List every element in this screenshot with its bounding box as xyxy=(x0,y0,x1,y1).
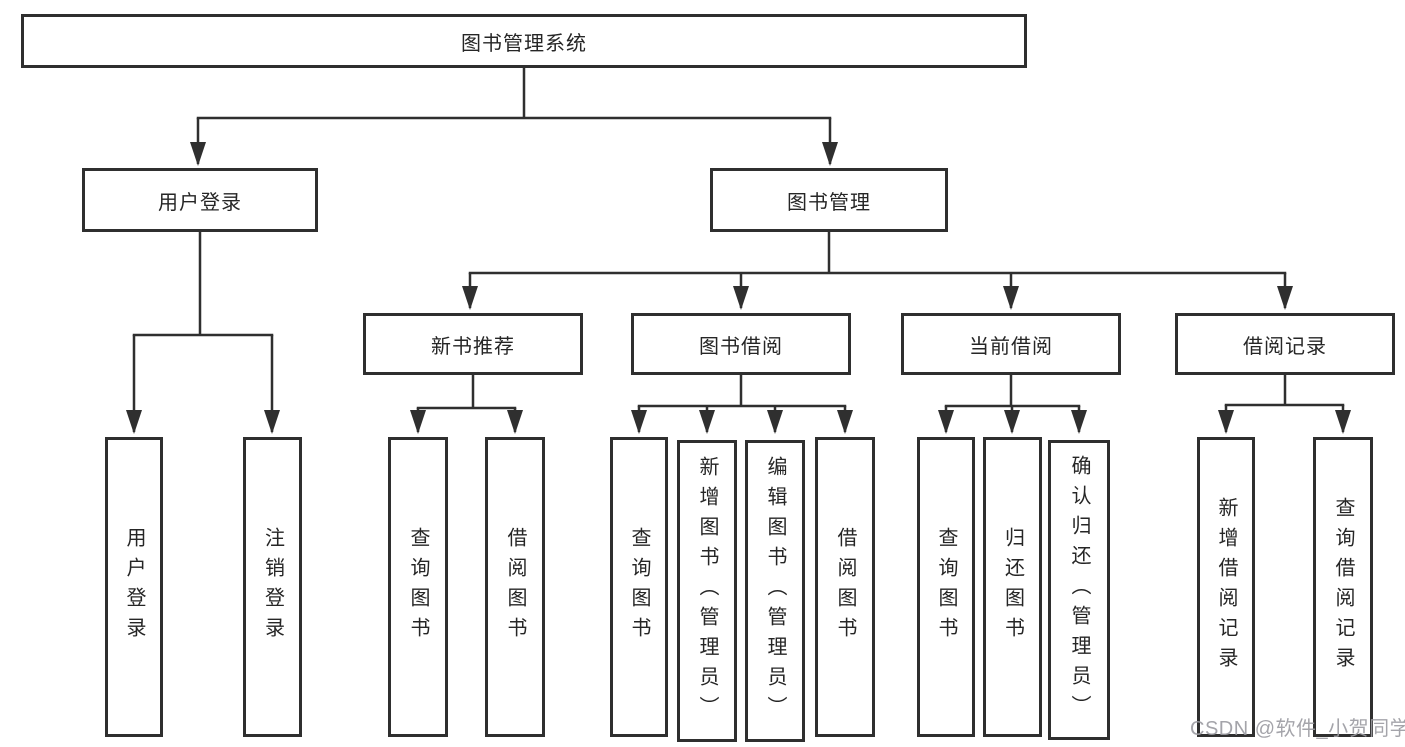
node-book-management: 图书管理 xyxy=(710,168,948,232)
leaf-logout: 注销登录 xyxy=(243,437,302,737)
node-root: 图书管理系统 xyxy=(21,14,1027,68)
node-borrow-records: 借阅记录 xyxy=(1175,313,1395,375)
leaf-query-books-current: 查询图书 xyxy=(917,437,975,737)
leaf-borrow-books-recommend: 借阅图书 xyxy=(485,437,545,737)
node-current-borrow: 当前借阅 xyxy=(901,313,1121,375)
node-book-borrow: 图书借阅 xyxy=(631,313,851,375)
leaf-confirm-return-admin: 确认归还（管理员） xyxy=(1048,440,1110,740)
node-user-login: 用户登录 xyxy=(82,168,318,232)
watermark: CSDN @软件_小贺同学 xyxy=(1190,718,1405,740)
leaf-query-books-borrow: 查询图书 xyxy=(610,437,668,737)
leaf-edit-book-admin: 编辑图书（管理员） xyxy=(745,440,805,742)
leaf-return-books: 归还图书 xyxy=(983,437,1042,737)
leaf-borrow-books: 借阅图书 xyxy=(815,437,875,737)
leaf-user-login: 用户登录 xyxy=(105,437,163,737)
leaf-query-books-recommend: 查询图书 xyxy=(388,437,448,737)
leaf-add-borrow-record: 新增借阅记录 xyxy=(1197,437,1255,737)
leaf-query-borrow-record: 查询借阅记录 xyxy=(1313,437,1373,737)
node-new-book-recommend: 新书推荐 xyxy=(363,313,583,375)
leaf-add-book-admin: 新增图书（管理员） xyxy=(677,440,737,742)
